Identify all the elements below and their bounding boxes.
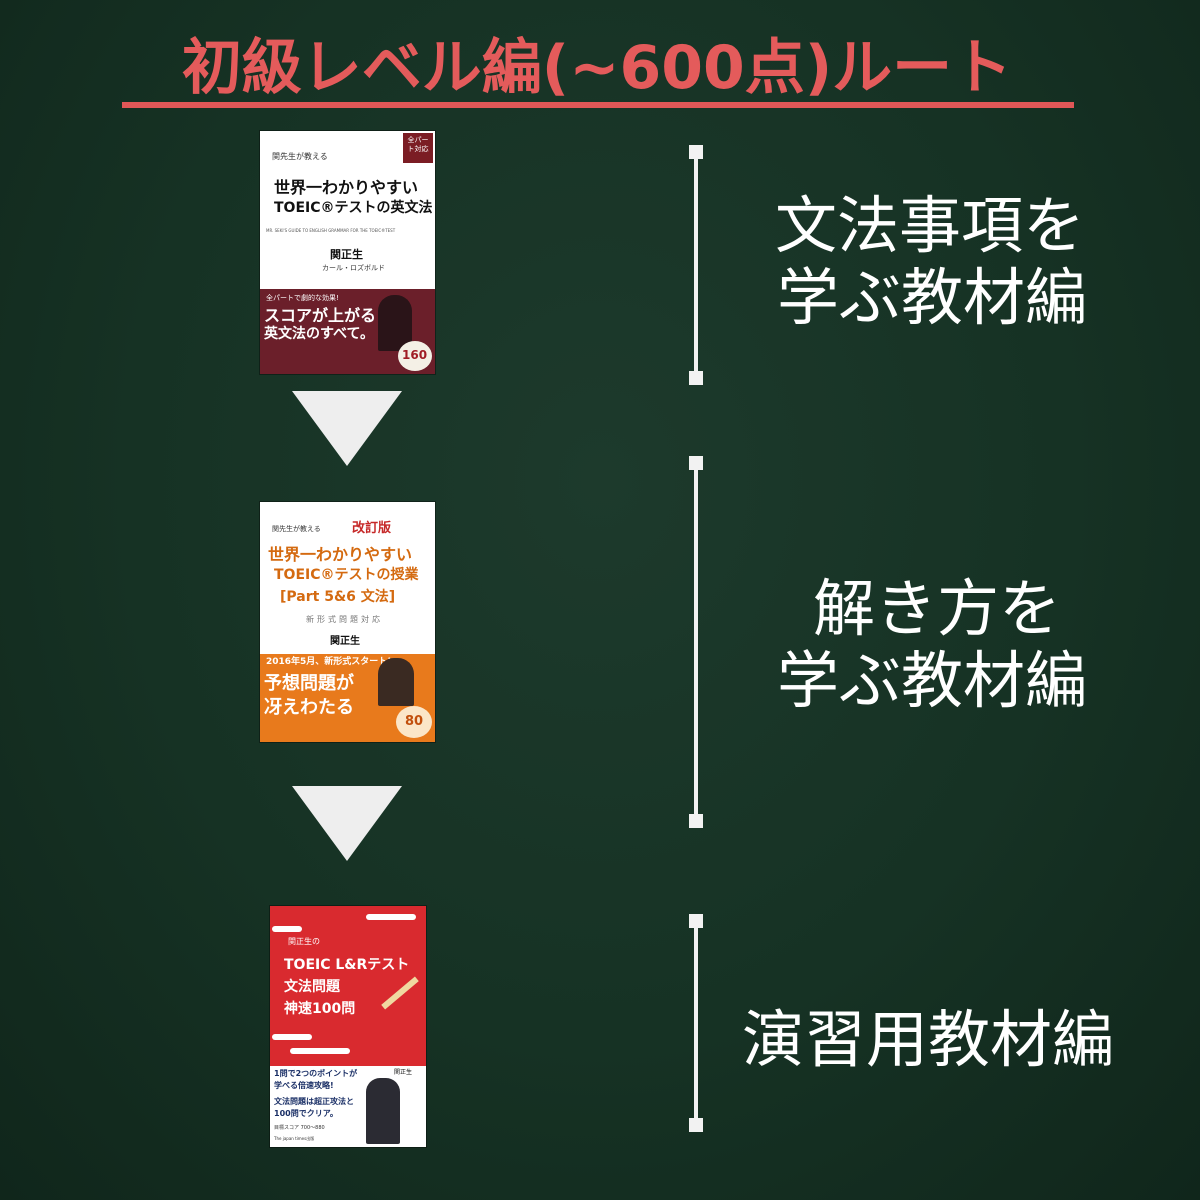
section-bracket xyxy=(689,145,703,385)
book-catch-line3: 文法問題は超正攻法と xyxy=(274,1097,354,1106)
book-author: 関正生 xyxy=(394,1069,413,1076)
book-catch-line1: スコアが上がる xyxy=(264,306,377,325)
book-subtitle-en: MR. SEKI'S GUIDE TO ENGLISH GRAMMAR FOR … xyxy=(266,228,396,233)
down-arrow-icon xyxy=(292,391,402,466)
wave-decoration xyxy=(272,1034,312,1040)
book-author: 関正生 xyxy=(330,248,363,261)
wave-decoration xyxy=(272,926,302,932)
section-bracket xyxy=(689,456,703,828)
book-cover-drills[interactable]: 関正生の TOEIC L&Rテスト 文法問題 神速100問 1問で2つのポイント… xyxy=(270,906,426,1147)
book-title-line2: TOEIC®テストの英文法 xyxy=(274,200,433,216)
book-header: 関正生の xyxy=(288,937,320,947)
sales-seal: 80 xyxy=(396,706,432,738)
book-header: 関先生が教える xyxy=(272,525,321,533)
section-bracket xyxy=(689,914,703,1132)
book-catch-line1: 予想問題が xyxy=(264,673,354,694)
book-catch-line2: 学べる倍速攻略! xyxy=(274,1081,334,1090)
down-arrow-icon xyxy=(292,786,402,861)
book-title-line2: TOEIC®テストの授業 xyxy=(274,567,419,583)
book-title-line1: 世界一わかりやすい xyxy=(274,178,419,197)
section-label-drills: 演習用教材編 xyxy=(742,1003,1115,1076)
book-publisher: The japan times出版 xyxy=(274,1136,315,1141)
wave-decoration xyxy=(366,914,416,920)
author-photo xyxy=(378,658,414,706)
author-photo xyxy=(366,1078,400,1144)
book-catch-line4: 100問でクリア。 xyxy=(274,1109,338,1118)
sales-seal: 160 xyxy=(398,341,432,371)
book-badge: 全パート対応 xyxy=(403,133,433,163)
book-cover-lessons[interactable]: 関先生が教える 改訂版 世界一わかりやすい TOEIC®テストの授業 [Part… xyxy=(260,502,435,742)
book-tagline: 2016年5月、新形式スタート! xyxy=(266,657,392,667)
book-author: 関正生 xyxy=(330,636,360,647)
book-tagline: 全パートで劇的な効果! xyxy=(266,294,339,302)
book-title-line2: 文法問題 xyxy=(284,979,340,995)
book-title-line1: TOEIC L&Rテスト xyxy=(284,957,410,973)
page-title: 初級レベル編(~600点)ルート xyxy=(181,33,1013,103)
section-label-method: 解き方を 学ぶ教材編 xyxy=(777,572,1088,717)
section-label-grammar: 文法事項を 学ぶ教材編 xyxy=(775,189,1088,334)
book-band xyxy=(270,1066,426,1147)
book-coauthor: カール・ロズボルド xyxy=(322,264,385,272)
title-underline xyxy=(122,102,1074,108)
book-catch-line2: 英文法のすべて。 xyxy=(264,326,375,342)
wave-decoration xyxy=(290,1048,350,1054)
book-subtitle: 新形式問題対応 xyxy=(306,615,383,624)
book-catch-line2: 冴えわたる xyxy=(264,697,354,718)
pen-illustration xyxy=(381,976,419,1010)
book-header: 関先生が教える xyxy=(272,152,328,161)
book-title-line3: 神速100問 xyxy=(284,1001,356,1017)
book-score: 目標スコア 700〜880 xyxy=(274,1125,325,1131)
book-catch-line1: 1問で2つのポイントが xyxy=(274,1069,358,1078)
book-edition: 改訂版 xyxy=(352,521,392,536)
book-title-line3: [Part 5&6 文法] xyxy=(280,589,396,605)
book-title-line1: 世界一わかりやすい xyxy=(268,545,413,564)
book-cover-grammar[interactable]: 関先生が教える 全パート対応 世界一わかりやすい TOEIC®テストの英文法 M… xyxy=(260,131,435,374)
